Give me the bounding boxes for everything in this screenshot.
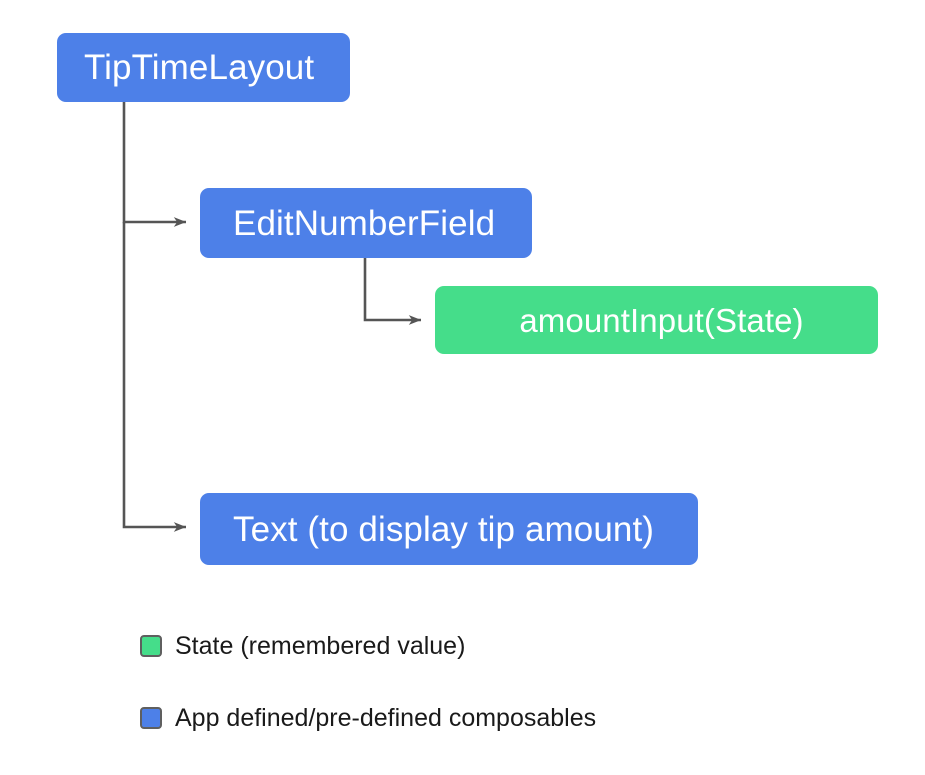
legend: State (remembered value) App defined/pre…: [140, 628, 740, 736]
legend-item-composables: App defined/pre-defined composables: [140, 700, 740, 736]
node-editnumberfield-label: EditNumberField: [233, 203, 496, 243]
legend-label-state: State (remembered value): [175, 631, 466, 660]
node-editnumberfield[interactable]: EditNumberField: [200, 188, 532, 258]
edge-tiptimelayout-to-text: [122, 222, 187, 532]
legend-swatch-state-icon: [140, 635, 162, 657]
legend-label-composables: App defined/pre-defined composables: [175, 703, 597, 732]
node-tiptimelayout[interactable]: TipTimeLayout: [57, 33, 350, 102]
node-text-tip-amount[interactable]: Text (to display tip amount): [200, 493, 698, 565]
node-tiptimelayout-label: TipTimeLayout: [84, 48, 315, 87]
node-text-tip-amount-label: Text (to display tip amount): [233, 509, 655, 549]
edge-tiptimelayout-to-editnumberfield: [122, 102, 187, 227]
legend-swatch-composables-icon: [140, 707, 162, 729]
edge-editnumberfield-to-amountinput: [363, 258, 422, 325]
legend-item-state: State (remembered value): [140, 628, 740, 664]
node-amountinput-state-label: amountInput(State): [519, 301, 804, 339]
node-amountinput-state[interactable]: amountInput(State): [435, 286, 878, 354]
